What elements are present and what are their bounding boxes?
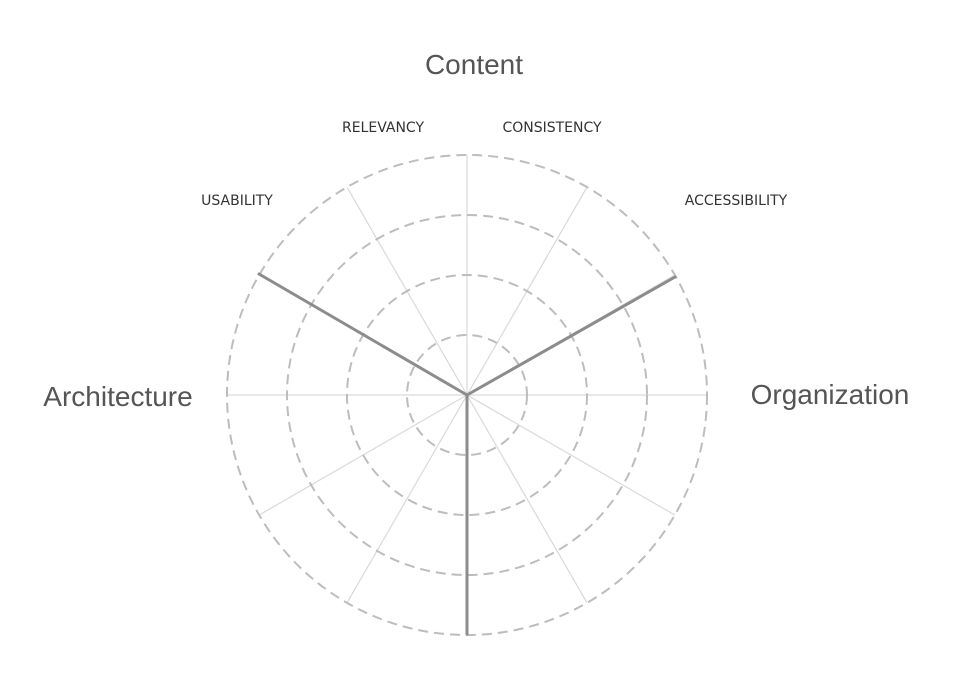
- axis-label-relevancy: RELEVANCY: [342, 120, 424, 136]
- divider-content-organization: [465, 275, 677, 397]
- section-label-content: Content: [425, 49, 523, 80]
- ring-2: [346, 274, 588, 516]
- section-label-architecture: Architecture: [43, 381, 192, 412]
- ring-1: [406, 334, 528, 456]
- spoke-8: [346, 394, 468, 604]
- spoke-6: [466, 394, 588, 604]
- axis-label-accessibility: ACCESSIBILITY: [685, 193, 788, 209]
- axis-label-consistency: CONSISTENCY: [502, 120, 602, 136]
- section-label-organization: Organization: [751, 379, 910, 410]
- spoke-5: [466, 394, 676, 516]
- ring-3: [286, 214, 648, 576]
- section-dividers: [257, 272, 677, 636]
- axis-label-usability: USABILITY: [201, 193, 273, 209]
- divider-content-architecture: [257, 272, 469, 397]
